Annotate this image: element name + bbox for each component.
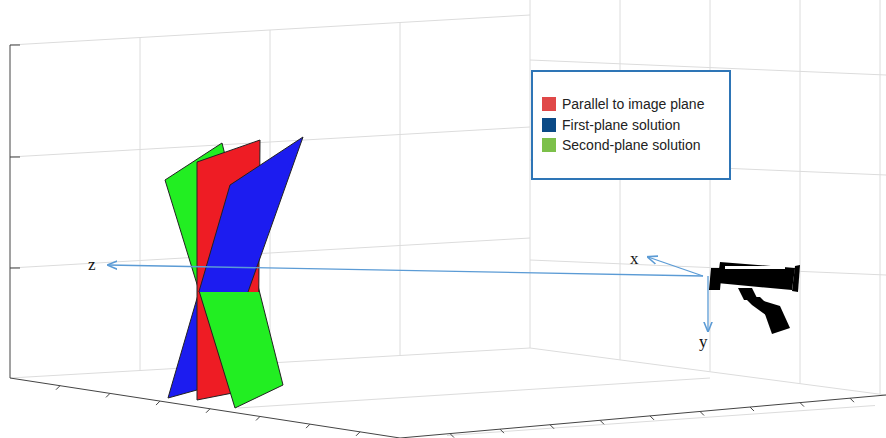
axis-label: z [88,256,96,273]
legend-entry: First-plane solution [542,115,721,136]
legend-entry: Parallel to image plane [542,94,721,115]
legend-text: Parallel to image plane [562,96,704,112]
legend-swatch [542,118,556,132]
legend-box: Parallel to image planeFirst-plane solut… [531,70,731,180]
legend-text: First-plane solution [562,117,680,133]
axes-frame [10,45,886,438]
axes-grid [10,0,886,436]
legend-entry: Second-plane solution [542,135,721,156]
legend-text: Second-plane solution [562,137,701,153]
legend-swatch [542,138,556,152]
camera-axes [108,257,708,331]
camera-icon [709,262,800,334]
legend-swatch [542,97,556,111]
axis-label: y [699,333,708,350]
axis-label: x [630,250,639,267]
plane-solutions [165,137,303,408]
